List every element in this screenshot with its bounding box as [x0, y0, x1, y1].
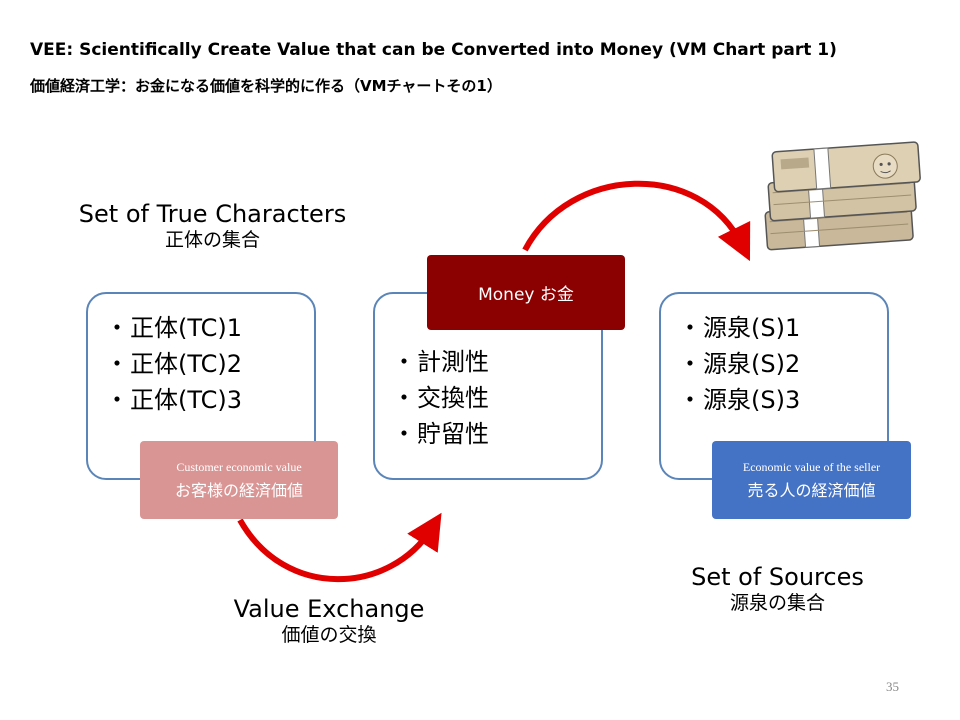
sources-label: Set of Sources 源泉の集合 [655, 563, 900, 615]
tc-item-1: 正体(TC)1 [130, 314, 243, 342]
list-item: ・貯留性 [392, 420, 489, 448]
tc-item-2: 正体(TC)2 [130, 350, 243, 378]
customer-value-en: Customer economic value [176, 459, 302, 474]
list-item: ・源泉(S)2 [678, 350, 801, 378]
list-item: ・源泉(S)3 [678, 386, 801, 414]
page-number: 35 [886, 679, 899, 694]
value-exchange-ja: 価値の交換 [281, 623, 377, 646]
tc-item-3: 正体(TC)3 [130, 386, 243, 414]
sources-label-ja: 源泉の集合 [729, 591, 825, 614]
list-item: ・正体(TC)2 [105, 350, 243, 378]
customer-value-tag: Customer economic value お客様の経済価値 [140, 441, 338, 519]
source-item-2: 源泉(S)2 [703, 350, 801, 378]
money-to-sources-arrow [522, 180, 751, 262]
value-exchange-en: Value Exchange [233, 595, 425, 623]
list-item: ・源泉(S)1 [678, 314, 801, 342]
money-item-3: 貯留性 [417, 420, 489, 448]
true-characters-label-ja: 正体の集合 [164, 228, 260, 251]
source-item-3: 源泉(S)3 [703, 386, 801, 414]
list-item: ・交換性 [392, 384, 489, 412]
sources-label-en: Set of Sources [691, 563, 864, 591]
customer-value-ja: お客様の経済価値 [174, 480, 303, 500]
value-exchange-label: Value Exchange 価値の交換 [200, 595, 458, 647]
source-item-1: 源泉(S)1 [703, 314, 801, 342]
seller-value-ja: 売る人の経済価値 [747, 480, 876, 500]
money-stack-icon [764, 141, 921, 251]
money-tag: Money お金 [427, 255, 625, 330]
money-item-1: 計測性 [417, 348, 489, 376]
money-item-2: 交換性 [417, 384, 489, 412]
true-characters-label: Set of True Characters 正体の集合 [40, 200, 385, 252]
true-characters-label-en: Set of True Characters [78, 200, 347, 228]
slide-title-ja: 価値経済工学：お金になる価値を科学的に作る（VMチャートその1） [30, 77, 502, 95]
list-item: ・正体(TC)1 [105, 314, 243, 342]
seller-value-tag: Economic value of the seller 売る人の経済価値 [712, 441, 911, 519]
seller-value-en: Economic value of the seller [742, 459, 881, 474]
list-item: ・正体(TC)3 [105, 386, 243, 414]
list-item: ・計測性 [392, 348, 489, 376]
value-exchange-arrow [237, 512, 442, 583]
slide-title-en: VEE: Scientifically Create Value that ca… [30, 40, 837, 60]
